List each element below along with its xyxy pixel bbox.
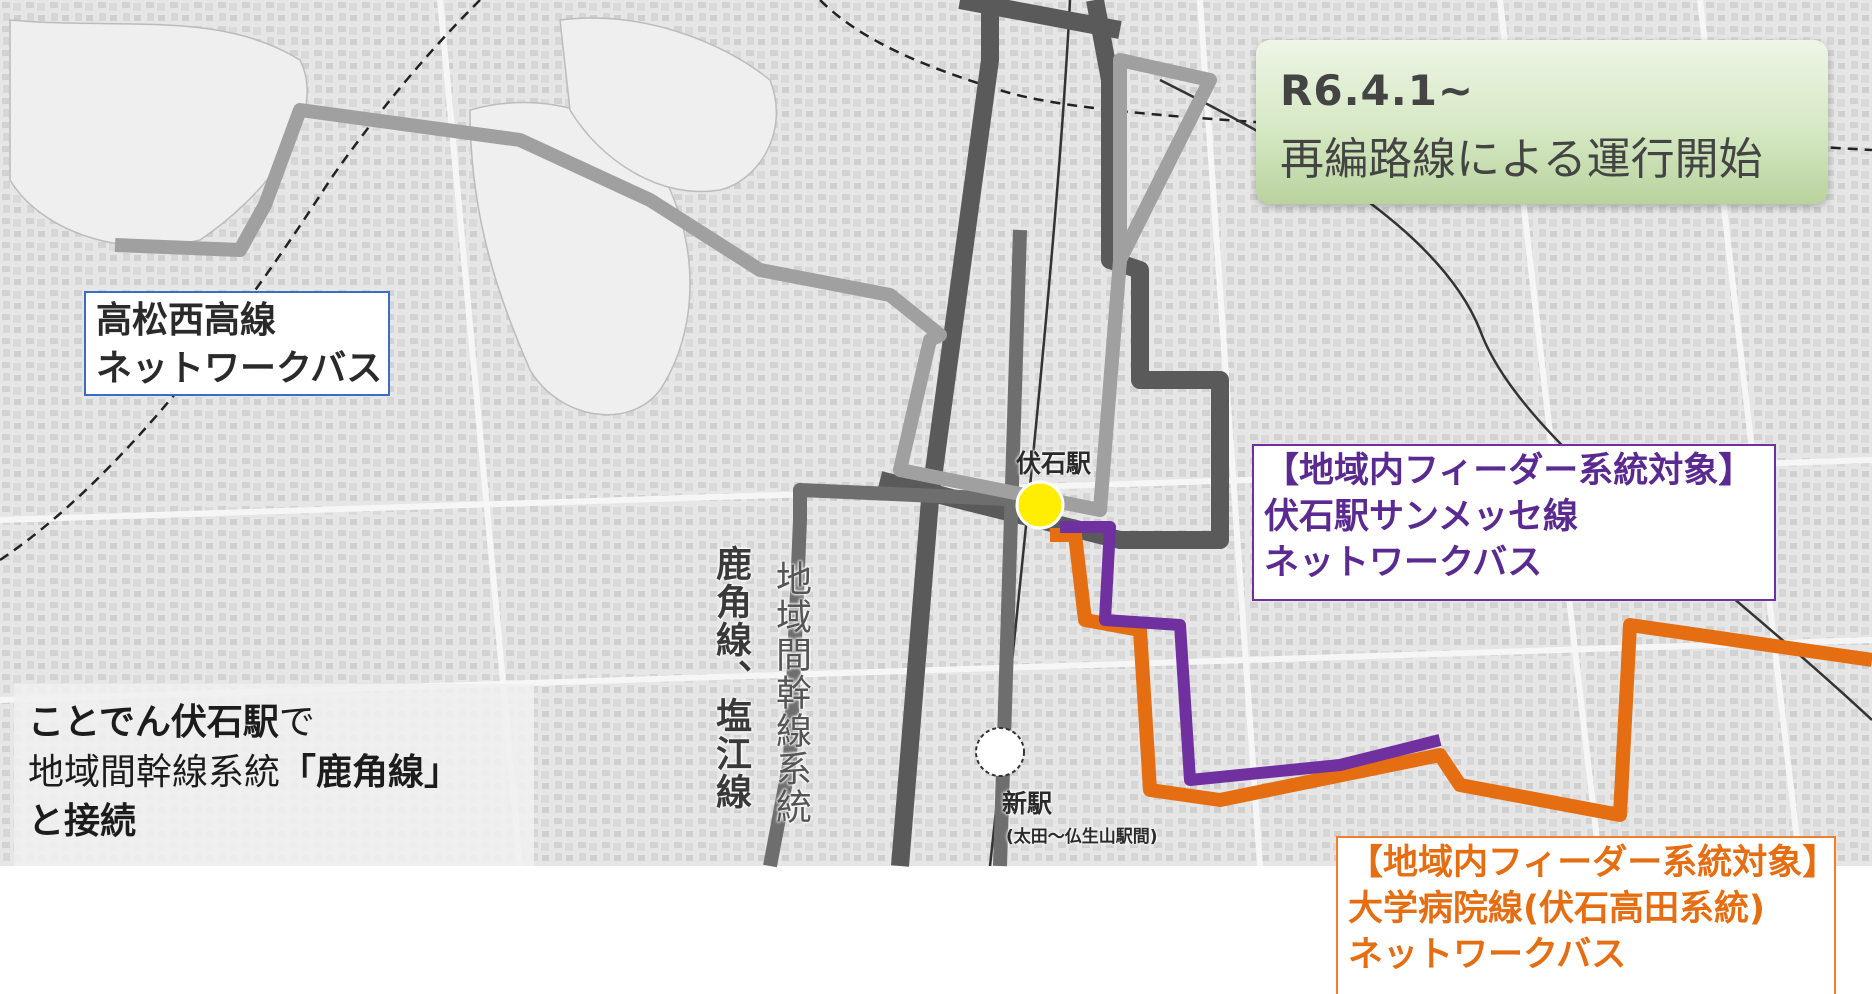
new-station-label: 新駅 <box>1002 789 1053 818</box>
hill-terrain <box>9 17 778 416</box>
connection-station: ことでん伏石駅 <box>28 702 279 743</box>
fushiishi-station-marker <box>1015 480 1065 530</box>
daigaku-byoin-route-label: 【地域内フィーダー系統対象】 大学病院線(伏石高田系統) ネットワークバス <box>1336 836 1838 994</box>
trunk-corridor-label: 地域間幹線系統 <box>770 560 811 826</box>
rebrand-callout: R6.4.1~ 再編路線による運行開始 <box>1256 40 1828 204</box>
sunmesse-route-label: 【地域内フィーダー系統対象】 伏石駅サンメッセ線 ネットワークバス <box>1252 444 1776 601</box>
route-name: 大学病院線(伏石高田系統) <box>1348 889 1765 930</box>
operator-name: ネットワークバス <box>96 347 383 389</box>
takamatsu-nishi-route-label: 高松西高線 ネットワークバス <box>84 291 390 396</box>
connection-route: 「鹿角線」 <box>280 751 461 793</box>
municipal-boundary <box>0 0 1872 562</box>
new-station-note: (太田～仏生山駅間) <box>1006 827 1158 847</box>
connection-particle: で <box>278 702 315 743</box>
operator-name: ネットワークバス <box>1348 935 1627 976</box>
connection-system: 地域間幹線系統 <box>28 751 281 793</box>
feeder-tag: 【地域内フィーダー系統対象】 <box>1348 843 1838 883</box>
connection-verb: と接続 <box>28 801 137 843</box>
operator-name: ネットワークバス <box>1264 543 1543 584</box>
fushiishi-station-label: 伏石駅 <box>1016 449 1092 478</box>
rebrand-date: R6.4.1~ <box>1280 66 1475 115</box>
route-line-daigaku-byoin <box>1050 528 1872 822</box>
route-line-sunmesse <box>1060 521 1442 786</box>
trunk-route-kazuno <box>877 0 1229 867</box>
route-name: 高松西高線 <box>96 300 277 341</box>
new-station-marker <box>975 727 1025 777</box>
rebrand-text: 再編路線による運行開始 <box>1280 134 1763 185</box>
route-line-takamatsu-nishi <box>114 53 1217 517</box>
feeder-tag: 【地域内フィーダー系統対象】 <box>1264 451 1754 491</box>
route-name: 伏石駅サンメッセ線 <box>1264 497 1578 538</box>
trunk-corridor-routes: 鹿角線、塩江線 <box>710 545 751 811</box>
connection-note: ことでん伏石駅で 地域間幹線系統「鹿角線」 と接続 <box>14 684 534 866</box>
